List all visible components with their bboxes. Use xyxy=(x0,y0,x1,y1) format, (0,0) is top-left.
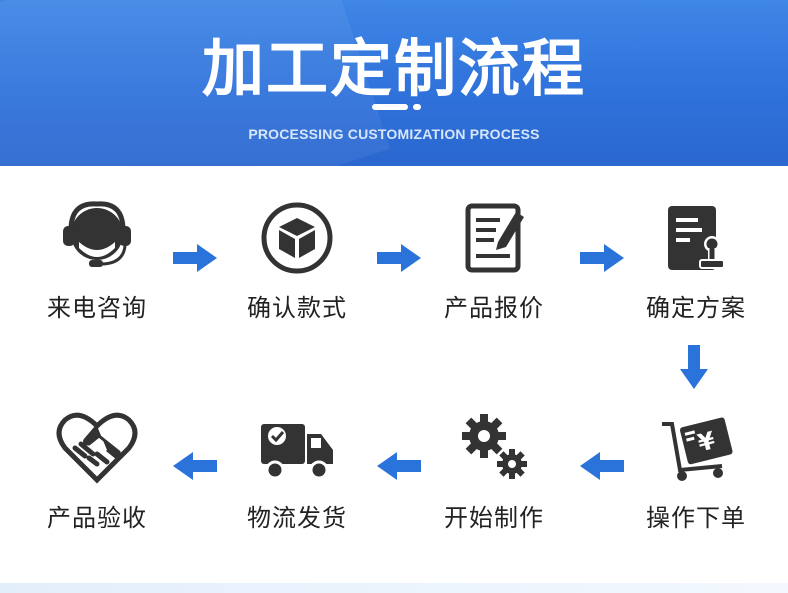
step-acceptance: 产品验收 xyxy=(27,410,167,533)
gears-icon xyxy=(462,414,527,479)
header-banner: 加工定制流程 PROCESSING CUSTOMIZATION PROCESS xyxy=(0,0,788,166)
step-label: 物流发货 xyxy=(247,504,347,532)
title-underline-dot xyxy=(413,104,421,110)
step-label: 开始制作 xyxy=(444,504,544,532)
arrow-left-icon xyxy=(377,452,421,480)
arrow-right-icon xyxy=(377,244,421,272)
box-icon xyxy=(261,202,333,274)
handshake-heart-icon xyxy=(56,412,138,484)
headset-icon xyxy=(63,201,131,267)
step-place-order: ¥ 操作下单 xyxy=(626,410,766,533)
step-label: 操作下单 xyxy=(646,504,746,532)
svg-text:¥: ¥ xyxy=(695,426,718,457)
page-title: 加工定制流程 xyxy=(201,32,586,105)
arrow-right-icon xyxy=(173,244,217,272)
step-confirm-style: 确认款式 xyxy=(227,200,367,323)
arrow-right-icon xyxy=(580,244,624,272)
step-confirm-plan: 确定方案 xyxy=(626,200,766,323)
step-consult: 来电咨询 xyxy=(27,200,167,323)
step-label: 产品报价 xyxy=(444,294,544,322)
arrow-left-icon xyxy=(580,452,624,480)
arrow-left-icon xyxy=(173,452,217,480)
step-label: 来电咨询 xyxy=(47,294,147,322)
step-label: 确认款式 xyxy=(247,294,347,322)
delivery-truck-icon xyxy=(261,424,333,480)
step-quote: 产品报价 xyxy=(424,200,564,323)
plan-stamp-icon xyxy=(668,206,725,270)
order-cart-icon: ¥ xyxy=(662,417,733,481)
quote-document-icon xyxy=(465,203,524,273)
page-subtitle: PROCESSING CUSTOMIZATION PROCESS xyxy=(248,126,540,142)
step-label: 产品验收 xyxy=(47,504,147,532)
step-start-production: 开始制作 xyxy=(424,410,564,533)
step-logistics: 物流发货 xyxy=(227,410,367,533)
footer-strip xyxy=(0,583,788,593)
arrow-down-icon xyxy=(680,345,708,389)
step-label: 确定方案 xyxy=(646,294,746,322)
title-underline xyxy=(372,104,408,110)
